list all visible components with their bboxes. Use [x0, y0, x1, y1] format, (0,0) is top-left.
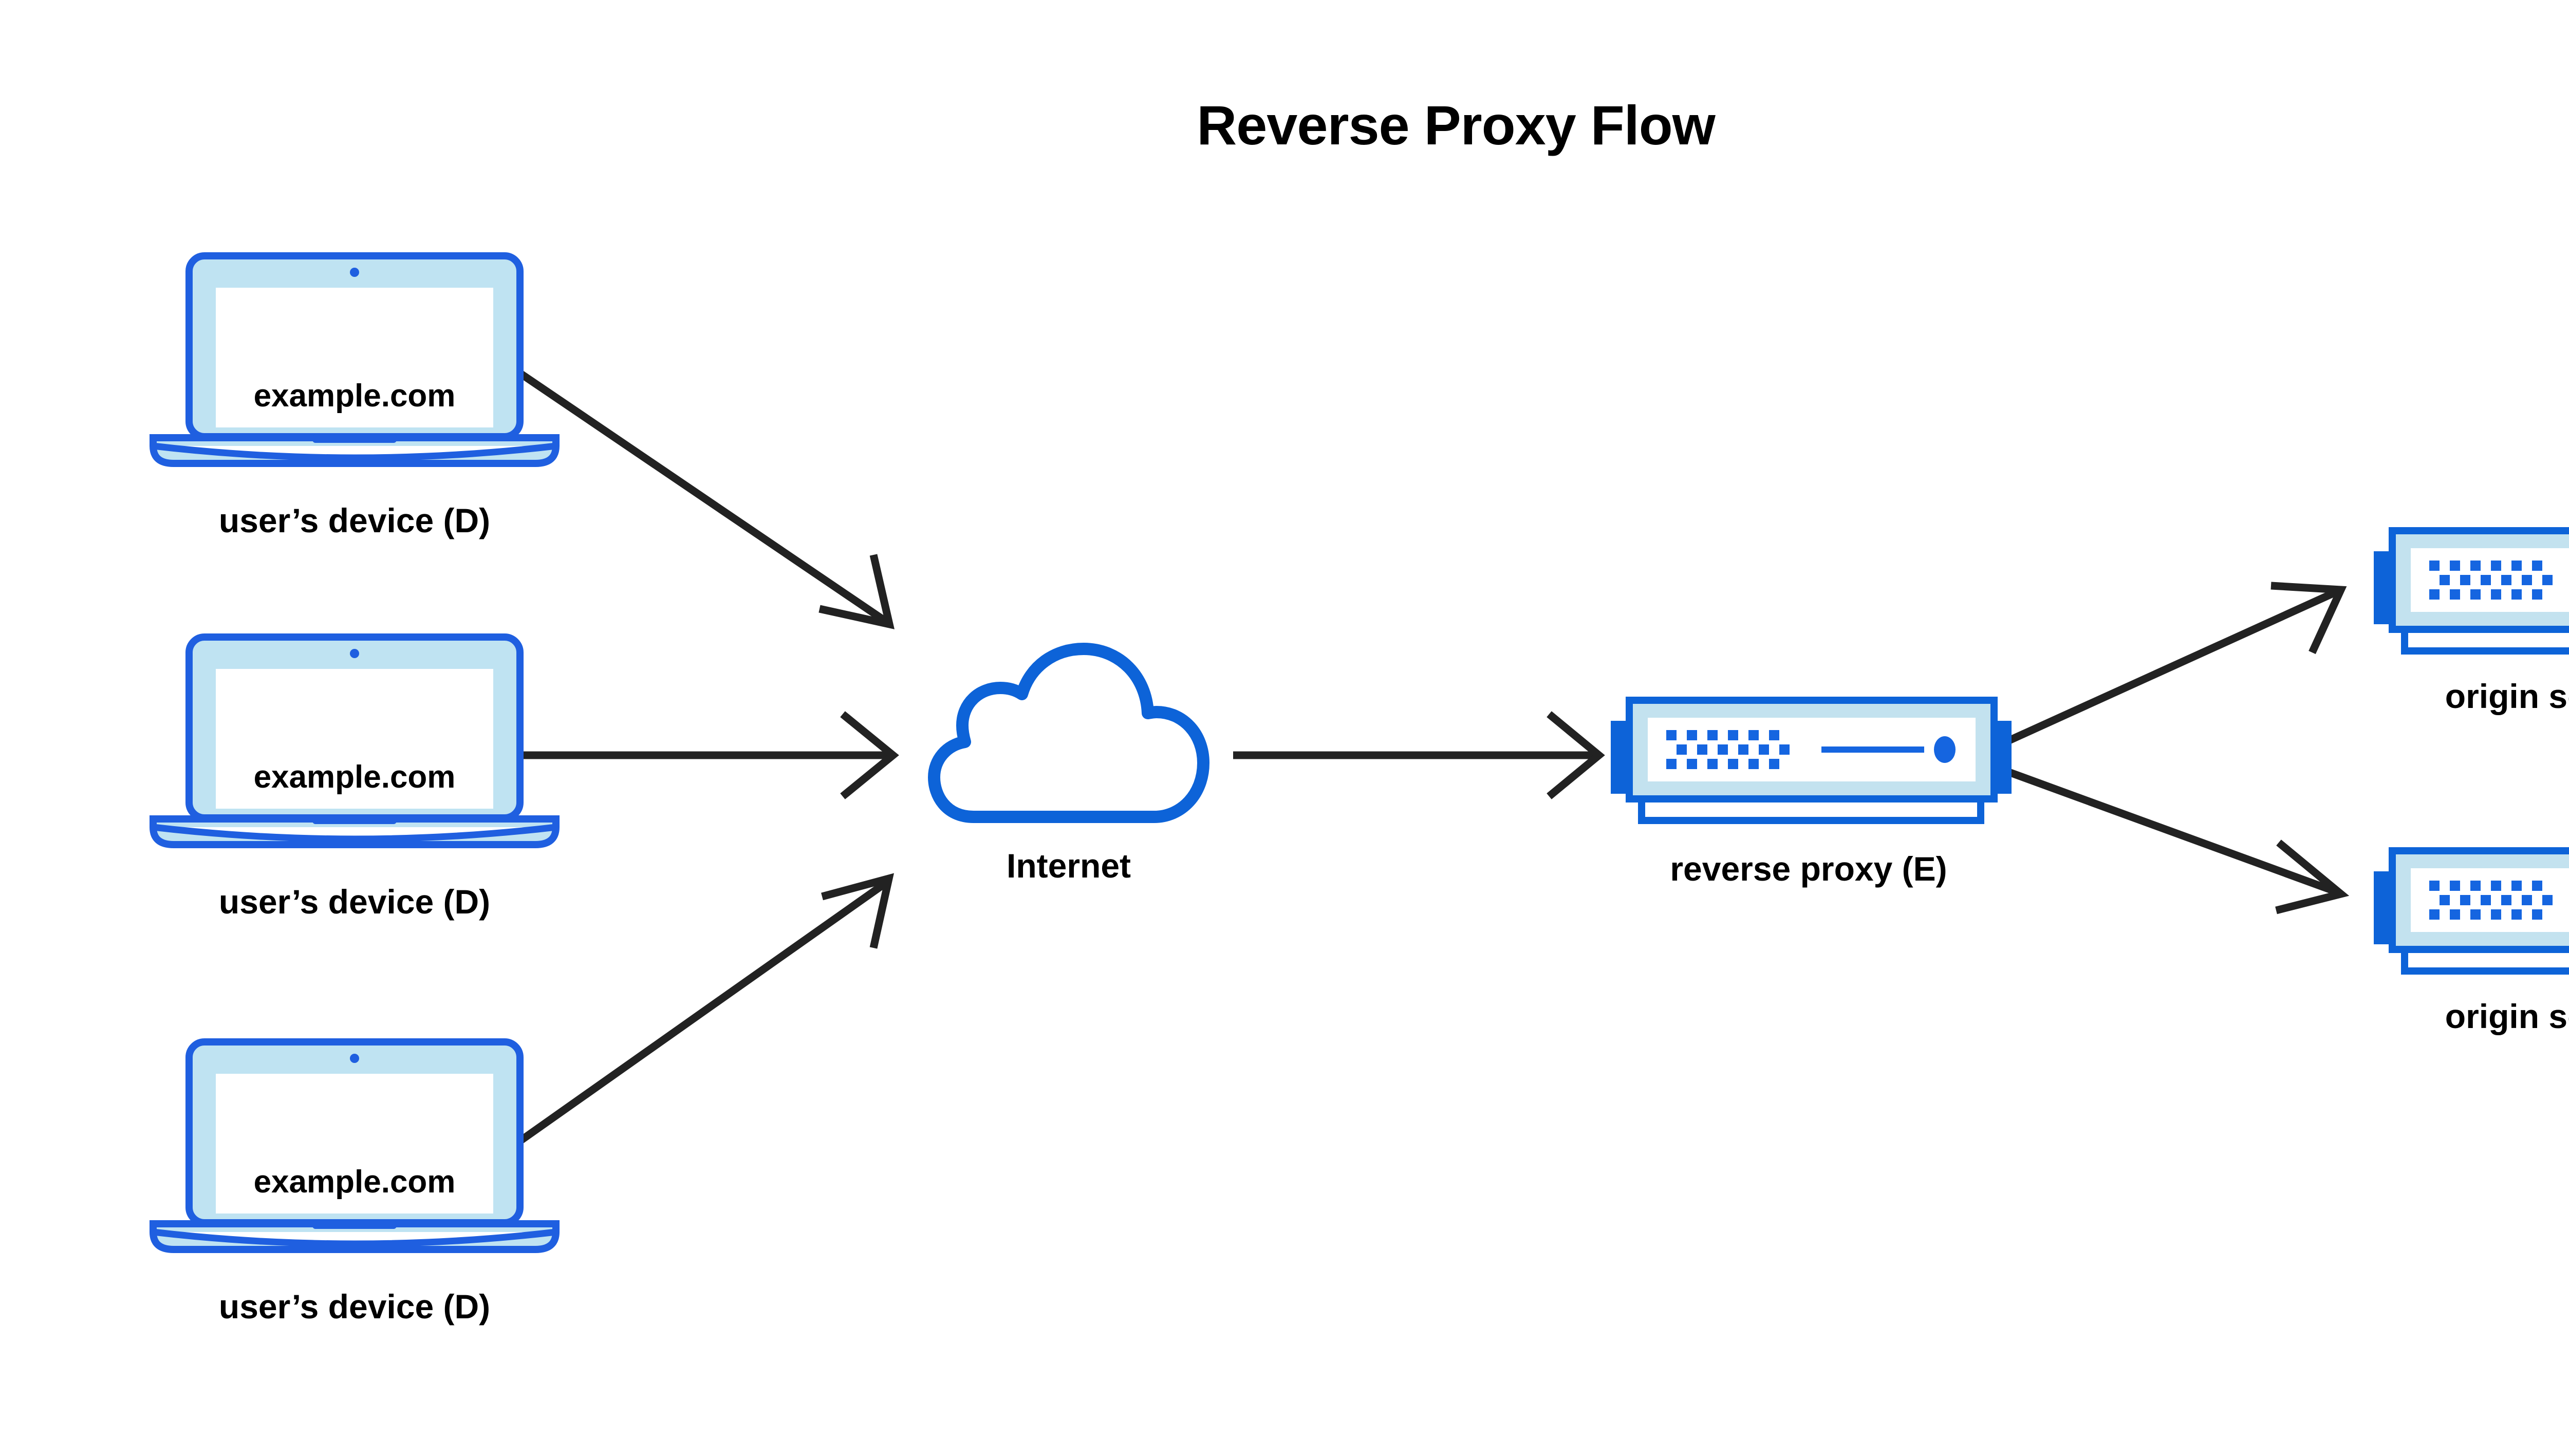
server-status-line — [1821, 746, 1924, 753]
node-label-origin-server-1: origin server (F) — [2445, 677, 2569, 715]
edge-device2-internet — [506, 711, 899, 799]
server-vent-dots — [2429, 881, 2553, 920]
edge-proxy-origin1 — [2003, 582, 2347, 746]
server-faceplate — [1648, 718, 1976, 781]
server-icon — [1611, 697, 2012, 824]
edge-internet-proxy — [1233, 711, 1605, 799]
node-label-internet: Internet — [1006, 847, 1131, 885]
server-status-led — [1934, 736, 1956, 763]
laptop-screen-text: example.com — [253, 1164, 456, 1200]
node-label-device-3: user’s device (D) — [218, 1287, 491, 1326]
server-vent-dots — [2429, 561, 2553, 600]
laptop-icon — [150, 1038, 560, 1253]
node-label-device-2: user’s device (D) — [218, 883, 491, 921]
node-label-device-1: user’s device (D) — [218, 501, 491, 539]
page-title: Reverse Proxy Flow — [1197, 94, 1715, 156]
edge-device1-internet — [504, 360, 895, 629]
server-vent-dots — [1666, 730, 1790, 769]
node-label-origin-server-2: origin server (F) — [2445, 997, 2569, 1035]
server-icon — [2374, 527, 2569, 655]
server-icon — [2374, 847, 2569, 975]
laptop-screen-text: example.com — [253, 378, 456, 414]
laptop-screen-text: example.com — [253, 759, 456, 795]
cloud-icon — [928, 643, 1209, 823]
laptop-icon — [150, 252, 560, 467]
edge-proxy-origin2 — [2003, 767, 2350, 914]
node-label-reverse-proxy: reverse proxy (E) — [1670, 850, 1947, 888]
edge-device3-internet — [504, 873, 895, 1154]
laptop-icon — [150, 633, 560, 848]
